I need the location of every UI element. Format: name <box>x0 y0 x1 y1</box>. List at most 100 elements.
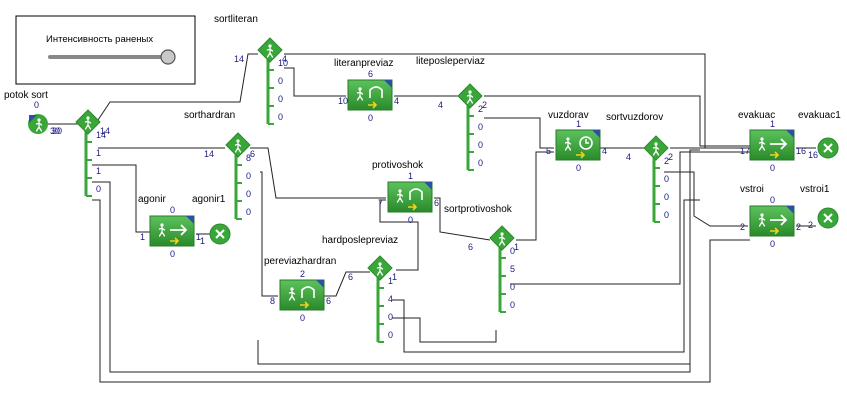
yellow-arrow-icon <box>170 237 180 245</box>
liteposleperviaz-in: 4 <box>438 100 443 110</box>
sortvuzdorov-out0: 2 <box>668 152 673 162</box>
protivoshok-label: protivoshok <box>372 160 424 171</box>
liteposleperviaz-label: liteposleperviaz <box>416 56 485 67</box>
protivoshok-in: 7 <box>378 198 383 208</box>
vstroi-label: vstroi <box>740 184 764 195</box>
vuzdorav-bottom: 0 <box>576 163 581 173</box>
slider-knob[interactable] <box>160 49 176 65</box>
pereviazhardran-out: 6 <box>326 296 331 306</box>
select-output-sortprotivoshok[interactable]: sortprotivoshok 0 5 0 0 6 1 <box>444 204 519 313</box>
sortprotivoshok-exit-1: 5 <box>510 264 515 274</box>
agonir-out: 1 <box>196 232 201 242</box>
sortliteran-in: 14 <box>234 54 244 64</box>
hardposlepreviaz-exit-0: 1 <box>388 276 393 286</box>
clock-icon <box>579 136 593 150</box>
hardposlepreviaz-label: hardposlepreviaz <box>322 235 398 246</box>
yellow-arrow-icon <box>770 227 780 235</box>
liteposleperviaz-exit-2: 0 <box>478 140 483 150</box>
sortliteran-exit-0: 10 <box>278 58 288 68</box>
sortliteran-label: sortliteran <box>214 14 258 25</box>
literanpreviaz-label: literanpreviaz <box>334 58 393 69</box>
sortprotivoshok-out0: 1 <box>514 242 519 252</box>
sortprotivoshok-exit-2: 0 <box>510 282 515 292</box>
agonir-label: agonir <box>138 194 166 205</box>
liteposleperviaz-exit-3: 0 <box>478 158 483 168</box>
sortliteran-exit-2: 0 <box>278 94 283 104</box>
sortvuzdorov-in: 4 <box>626 152 631 162</box>
arrow-right-icon <box>770 138 788 150</box>
evakuac-bottom: 0 <box>770 163 775 173</box>
sortliteran-out0: 4 <box>282 54 287 64</box>
connection-lines <box>47 53 816 383</box>
sortprotivoshok-label: sortprotivoshok <box>444 204 513 215</box>
sortprotivoshok-in: 6 <box>468 242 473 252</box>
pereviazhardran-in: 8 <box>270 296 275 306</box>
protivoshok-top: 1 <box>408 171 413 181</box>
arrow-right-icon <box>170 224 188 236</box>
protivoshok-out: 6 <box>434 198 439 208</box>
pereviazhardran-bottom: 0 <box>300 313 305 323</box>
hand-icon <box>409 188 423 200</box>
potok-sort-label: potok sort <box>4 90 48 101</box>
evakuac-in: 17 <box>740 146 750 156</box>
source-potok-sort[interactable]: potok sort 0 30 <box>4 90 60 136</box>
protivoshok-bottom: 0 <box>408 215 413 225</box>
sorthardran-in: 14 <box>204 149 214 159</box>
literanpreviaz-out: 4 <box>394 96 399 106</box>
yellow-arrow-icon <box>300 301 310 309</box>
sortprotivoshok-exit-3: 0 <box>510 300 515 310</box>
sorthardran-exit-3: 0 <box>246 207 251 217</box>
hardposlepreviaz-in: 6 <box>348 272 353 282</box>
sink-vstroi1[interactable]: vstroi1 2 <box>800 184 839 230</box>
sink-agonir1[interactable]: agonir1 1 <box>192 194 231 246</box>
hand-icon <box>301 286 315 298</box>
liteposleperviaz-out0: 2 <box>482 100 487 110</box>
vstroi1-in: 2 <box>808 220 813 230</box>
agonir1-label: agonir1 <box>192 194 226 205</box>
agonir-bottom: 0 <box>170 249 175 259</box>
hand-icon <box>369 86 383 98</box>
vstroi1-label: vstroi1 <box>800 184 830 195</box>
vstroi-bottom: 0 <box>770 239 775 249</box>
potok-sort-count: 0 <box>34 100 39 110</box>
literanpreviaz-in: 10 <box>338 96 348 106</box>
sort-exit-2: 1 <box>96 166 101 176</box>
sorthardran-out0: 6 <box>250 149 255 159</box>
yellow-arrow-icon <box>368 101 378 109</box>
sortvuzdorov-exit-2: 0 <box>664 192 669 202</box>
sorthardran-exit-0: 8 <box>246 153 251 163</box>
pereviazhardran-top: 2 <box>300 269 305 279</box>
close-icon <box>823 143 833 153</box>
yellow-arrow-icon <box>408 203 418 211</box>
liteposleperviaz-exit-1: 0 <box>478 122 483 132</box>
hardposlepreviaz-exit-3: 0 <box>388 330 393 340</box>
sortprotivoshok-exit-0: 0 <box>510 246 515 256</box>
yellow-arrow-icon <box>770 151 780 159</box>
sortvuzdorov-exit-3: 0 <box>664 210 669 220</box>
intensity-slider-panel: Интенсивность раненых <box>15 15 196 85</box>
vuzdorav-in: 5 <box>546 146 551 156</box>
sort-exit-3: 0 <box>96 184 101 194</box>
agonir-in: 1 <box>140 232 145 242</box>
evakuac-out: 16 <box>796 146 806 156</box>
close-icon <box>215 229 225 239</box>
slider-label: Интенсивность раненых <box>46 34 153 45</box>
hardposlepreviaz-out0: 1 <box>392 272 397 282</box>
literanpreviaz-bottom: 0 <box>368 113 373 123</box>
evakuac1-in: 16 <box>808 150 818 160</box>
vuzdorav-top: 1 <box>576 119 581 129</box>
